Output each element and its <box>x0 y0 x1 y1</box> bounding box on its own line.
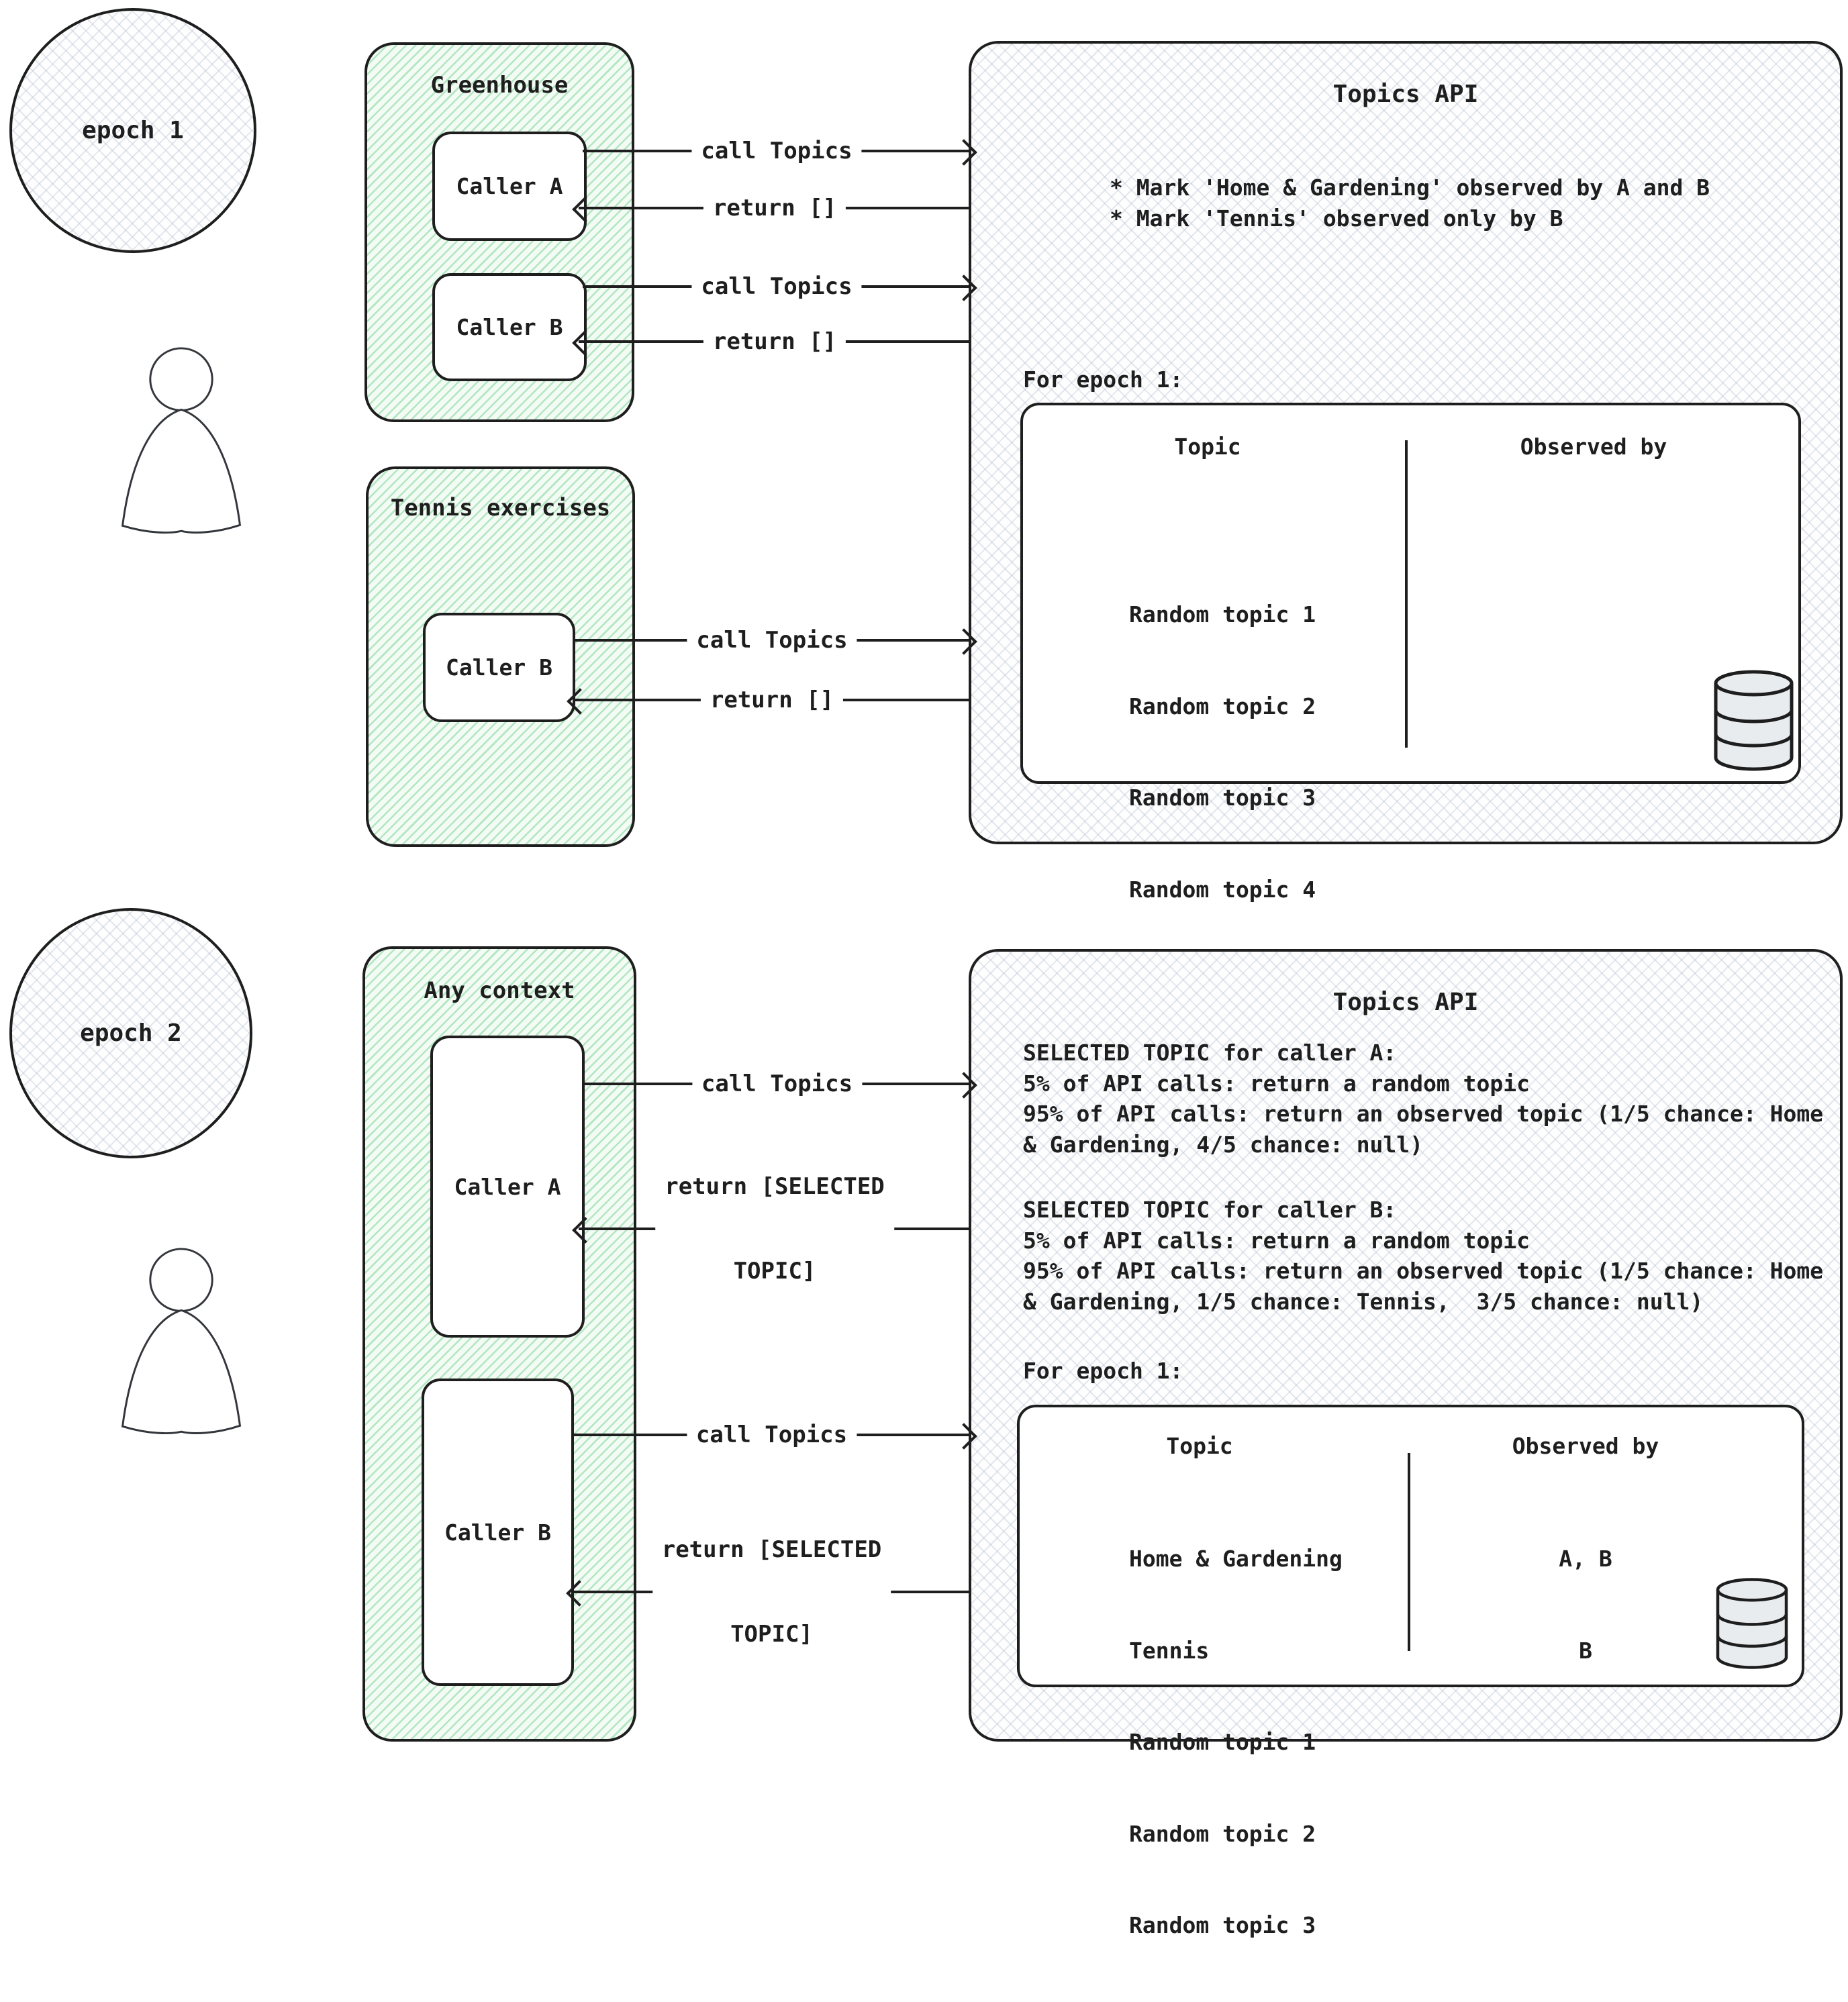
database-icon <box>1714 670 1794 771</box>
api-note: * Mark 'Tennis' observed only by B <box>1110 205 1563 232</box>
arrow-label-line: TOPIC] <box>730 1621 813 1648</box>
arrow-label-line: return [SELECTED <box>661 1536 882 1563</box>
table-row: Home & Gardening <box>1129 1546 1343 1572</box>
tennis-context-box: Tennis exercises Caller B <box>366 466 635 847</box>
person-icon <box>121 1248 242 1434</box>
epoch1-topics-table: Topic Observed by Random topic 1 Random … <box>1020 403 1801 994</box>
observed-column-header: Observed by <box>1512 1433 1659 1459</box>
api-notes: * Mark 'Home & Gardening' observed by A … <box>1110 172 1710 234</box>
person-icon <box>121 347 242 534</box>
table-row: Random topic 2 <box>1129 693 1316 719</box>
api-text-line: 5% of API calls: return a random topic <box>1023 1070 1530 1097</box>
caller-a-box-epoch2: Caller A <box>430 1036 585 1338</box>
caller-b-tennis-box: Caller B <box>423 613 575 722</box>
arrow-label: call Topics <box>691 271 862 302</box>
api-text-line: 95% of API calls: return an observed top… <box>1023 1258 1824 1284</box>
api-text-line: 5% of API calls: return a random topic <box>1023 1227 1530 1254</box>
arrow-label-line: TOPIC] <box>733 1258 816 1285</box>
table-row: Random topic 1 <box>1129 601 1316 628</box>
epoch2-label: epoch 2 <box>80 1019 182 1047</box>
arrow-label: return [SELECTED TOPIC] <box>652 1478 891 1706</box>
selected-topic-caller-b-text: SELECTED TOPIC for caller B: 5% of API c… <box>1023 1195 1823 1317</box>
api-text-line: SELECTED TOPIC for caller B: <box>1023 1197 1397 1223</box>
table-divider <box>1405 440 1408 748</box>
selected-topic-caller-a-text: SELECTED TOPIC for caller A: 5% of API c… <box>1023 1038 1823 1160</box>
arrow-label: return [] <box>703 326 846 357</box>
epoch2-circle: epoch 2 <box>9 908 252 1158</box>
topic-column: Home & Gardening Tennis Random topic 1 R… <box>1129 1483 1343 2002</box>
epoch-caption: For epoch 1: <box>1023 1358 1183 1384</box>
table-row: Random topic 4 <box>1129 876 1316 903</box>
arrow-label: return [] <box>703 193 846 223</box>
topic-column-header: Topic <box>1174 434 1241 460</box>
any-context-box: Any context Caller A Caller B <box>362 946 636 1742</box>
caller-b-tennis-label: Caller B <box>446 654 552 681</box>
arrow-label: call Topics <box>691 1068 863 1099</box>
api-note: * Mark 'Home & Gardening' observed by A … <box>1110 174 1710 201</box>
api-text-line: & Gardening, 1/5 chance: Tennis, 3/5 cha… <box>1023 1288 1704 1315</box>
epoch1-circle: epoch 1 <box>9 8 256 253</box>
observed-cell <box>1485 1727 1686 1758</box>
observed-cell: B <box>1579 1637 1592 1664</box>
topics-api-flow-diagram: epoch 1 Greenhouse Caller A Caller B Ten… <box>0 0 1848 1748</box>
greenhouse-context-box: Greenhouse Caller A Caller B <box>364 42 634 422</box>
observed-cell: A, B <box>1559 1546 1612 1572</box>
table-row: Random topic 1 <box>1129 1729 1316 1755</box>
epoch1-label: epoch 1 <box>82 117 184 144</box>
arrow-label-line: return [SELECTED <box>665 1173 885 1200</box>
greenhouse-title: Greenhouse <box>430 72 569 99</box>
observed-cell <box>1485 1819 1686 1850</box>
observed-column-header: Observed by <box>1520 434 1667 460</box>
arrow-label: call Topics <box>687 625 857 656</box>
table-row: Random topic 3 <box>1129 1912 1316 1938</box>
table-row: Random topic 2 <box>1129 1820 1316 1847</box>
table-row: Tennis <box>1129 1637 1210 1664</box>
api-text-line: & Gardening, 4/5 chance: null) <box>1023 1131 1424 1158</box>
observed-column: A, B B <box>1485 1483 1686 2002</box>
api-text-line: 95% of API calls: return an observed top… <box>1023 1101 1824 1127</box>
any-context-title: Any context <box>424 977 575 1004</box>
epoch-caption: For epoch 1: <box>1023 366 1183 393</box>
caller-a-label: Caller A <box>454 1173 561 1200</box>
caller-b-box: Caller B <box>432 273 587 381</box>
observed-cell <box>1485 1910 1686 1941</box>
arrow-label: return [SELECTED TOPIC] <box>655 1115 894 1343</box>
database-icon <box>1716 1578 1788 1669</box>
api-text-line: SELECTED TOPIC for caller A: <box>1023 1040 1397 1066</box>
tennis-title: Tennis exercises <box>390 495 611 521</box>
caller-b-label: Caller B <box>444 1519 551 1546</box>
topic-column-header: Topic <box>1166 1433 1233 1459</box>
arrow-label: call Topics <box>686 1419 857 1450</box>
arrow-label: call Topics <box>691 136 862 166</box>
table-row: Random topic 3 <box>1129 785 1316 811</box>
topics-api-box-epoch1: Topics API * Mark 'Home & Gardening' obs… <box>969 41 1843 994</box>
caller-a-box: Caller A <box>432 132 587 241</box>
caller-a-label: Caller A <box>456 173 563 199</box>
table-divider <box>1408 1453 1410 1651</box>
topics-api-title: Topics API <box>1332 989 1479 1016</box>
epoch2-topics-table: Topic Observed by Home & Gardening Tenni… <box>1017 1405 1804 1938</box>
topics-api-box-epoch2: Topics API SELECTED TOPIC for caller A: … <box>969 949 1843 1938</box>
arrow-label: return [] <box>700 685 844 715</box>
caller-b-box-epoch2: Caller B <box>422 1379 574 1686</box>
topics-api-title: Topics API <box>1332 81 1479 108</box>
caller-b-label: Caller B <box>456 314 563 340</box>
